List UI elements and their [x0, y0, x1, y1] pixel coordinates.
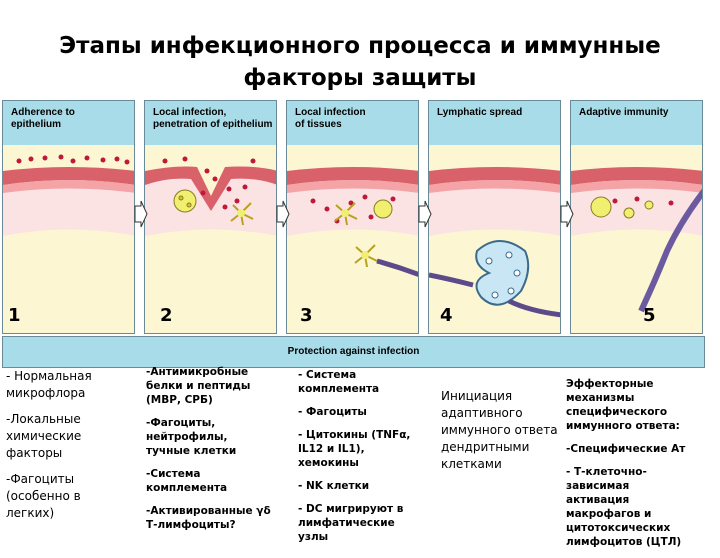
- bacteria-cluster: [612, 196, 674, 206]
- title-line-2: факторы защиты: [243, 65, 477, 91]
- next-stage-arrow-icon: [418, 200, 432, 228]
- page-title: Этапы инфекционного процесса и иммунные …: [0, 30, 720, 94]
- stage-4-header: Lymphatic spread: [429, 101, 560, 145]
- factor-item: -Система комплемента: [146, 468, 228, 494]
- stage-panel-2: Local infection, penetration of epitheli…: [144, 100, 277, 334]
- stage-3-header-line-1: Local infection: [295, 107, 366, 118]
- stage-2-illustration: [145, 145, 276, 333]
- stage-2-header-line-2: penetration of epithelium: [153, 119, 273, 130]
- stage-number-2: 2: [160, 305, 173, 326]
- stage-panel-3: Local infection of tissues: [286, 100, 419, 334]
- stage-3-header-line-2: of tissues: [295, 119, 342, 130]
- factor-item: - Т-клеточно-зависимая активация макрофа…: [566, 466, 682, 548]
- factor-item: - Цитокины (TNFα, IL12 и IL1), хемокины: [298, 429, 411, 469]
- factor-item: -Фагоциты (особенно в легких): [6, 472, 81, 520]
- stage-3-header: Local infection of tissues: [287, 101, 418, 145]
- bacteria-cluster: [16, 154, 130, 165]
- stage-5-header: Adaptive immunity: [571, 101, 702, 145]
- stage-panel-5: Adaptive immunity: [570, 100, 703, 334]
- bacteria-cluster: [162, 156, 256, 210]
- factor-item: - Система комплемента: [298, 369, 380, 395]
- macrophage: [590, 196, 654, 219]
- next-stage-arrow-icon: [276, 200, 290, 228]
- stage-5-illustration: [571, 145, 702, 333]
- stage-number-1: 1: [8, 305, 21, 326]
- macrophage: [173, 189, 197, 213]
- macrophage: [373, 199, 393, 219]
- stage-3-illustration: [287, 145, 418, 333]
- stage-2-factors: -Антимикробные белки и пептиды (МВР, СРБ…: [146, 365, 274, 541]
- stage-panel-4: Lymphatic spread: [428, 100, 561, 334]
- dendritic-cell: [334, 202, 378, 268]
- stage-number-4: 4: [440, 305, 453, 326]
- stage-1-header-line-1: Adherence to: [11, 107, 75, 118]
- lymph-node: [475, 240, 530, 306]
- factor-item: -Антимикробные белки и пептиды (МВР, СРБ…: [146, 366, 251, 406]
- stage-5-factors: Эффекторные механизмы специфического имм…: [566, 377, 696, 558]
- stage-4-illustration: [429, 145, 560, 333]
- stage-4-header-line-1: Lymphatic spread: [437, 107, 523, 118]
- stage-number-3: 3: [300, 305, 313, 326]
- factor-item: - Фагоциты: [298, 406, 367, 418]
- next-stage-arrow-icon: [134, 200, 148, 228]
- protection-banner: Protection against infection: [2, 336, 705, 368]
- factor-item: -Локальные химические факторы: [6, 412, 82, 460]
- stage-number-5: 5: [643, 305, 656, 326]
- stage-1-illustration: [3, 145, 134, 333]
- stage-1-header: Adherence to epithelium: [3, 101, 134, 145]
- factor-item: - Нормальная микрофлора: [6, 369, 92, 400]
- factor-item: Эффекторные механизмы специфического имм…: [566, 378, 680, 432]
- factor-item: - NK клетки: [298, 480, 370, 492]
- factor-item: -Специфические Ат: [566, 443, 686, 455]
- factor-item: -Активированные γδ Т-лимфоциты?: [146, 505, 271, 531]
- dendritic-cell: [230, 202, 254, 226]
- title-line-1: Этапы инфекционного процесса и иммунные: [59, 33, 661, 59]
- stage-2-header: Local infection, penetration of epitheli…: [145, 101, 276, 145]
- factor-item: - DC мигрируют в лимфатические узлы: [298, 503, 404, 543]
- stage-panel-1: Adherence to epithelium: [2, 100, 135, 334]
- factor-item: -Фагоциты, нейтрофилы, тучные клетки: [146, 417, 237, 457]
- stage-1-factors: - Нормальная микрофлора -Локальные химич…: [6, 368, 126, 531]
- stage-5-header-line-1: Adaptive immunity: [579, 107, 669, 118]
- stage-3-factors: - Система комплемента - Фагоциты - Циток…: [298, 368, 428, 553]
- stage-1-header-line-2: epithelium: [11, 119, 62, 130]
- next-stage-arrow-icon: [560, 200, 574, 228]
- stage-4-factors: Инициация адаптивного иммунного ответа д…: [441, 388, 561, 482]
- stage-2-header-line-1: Local infection,: [153, 107, 227, 118]
- factor-item: Инициация адаптивного иммунного ответа д…: [441, 389, 558, 471]
